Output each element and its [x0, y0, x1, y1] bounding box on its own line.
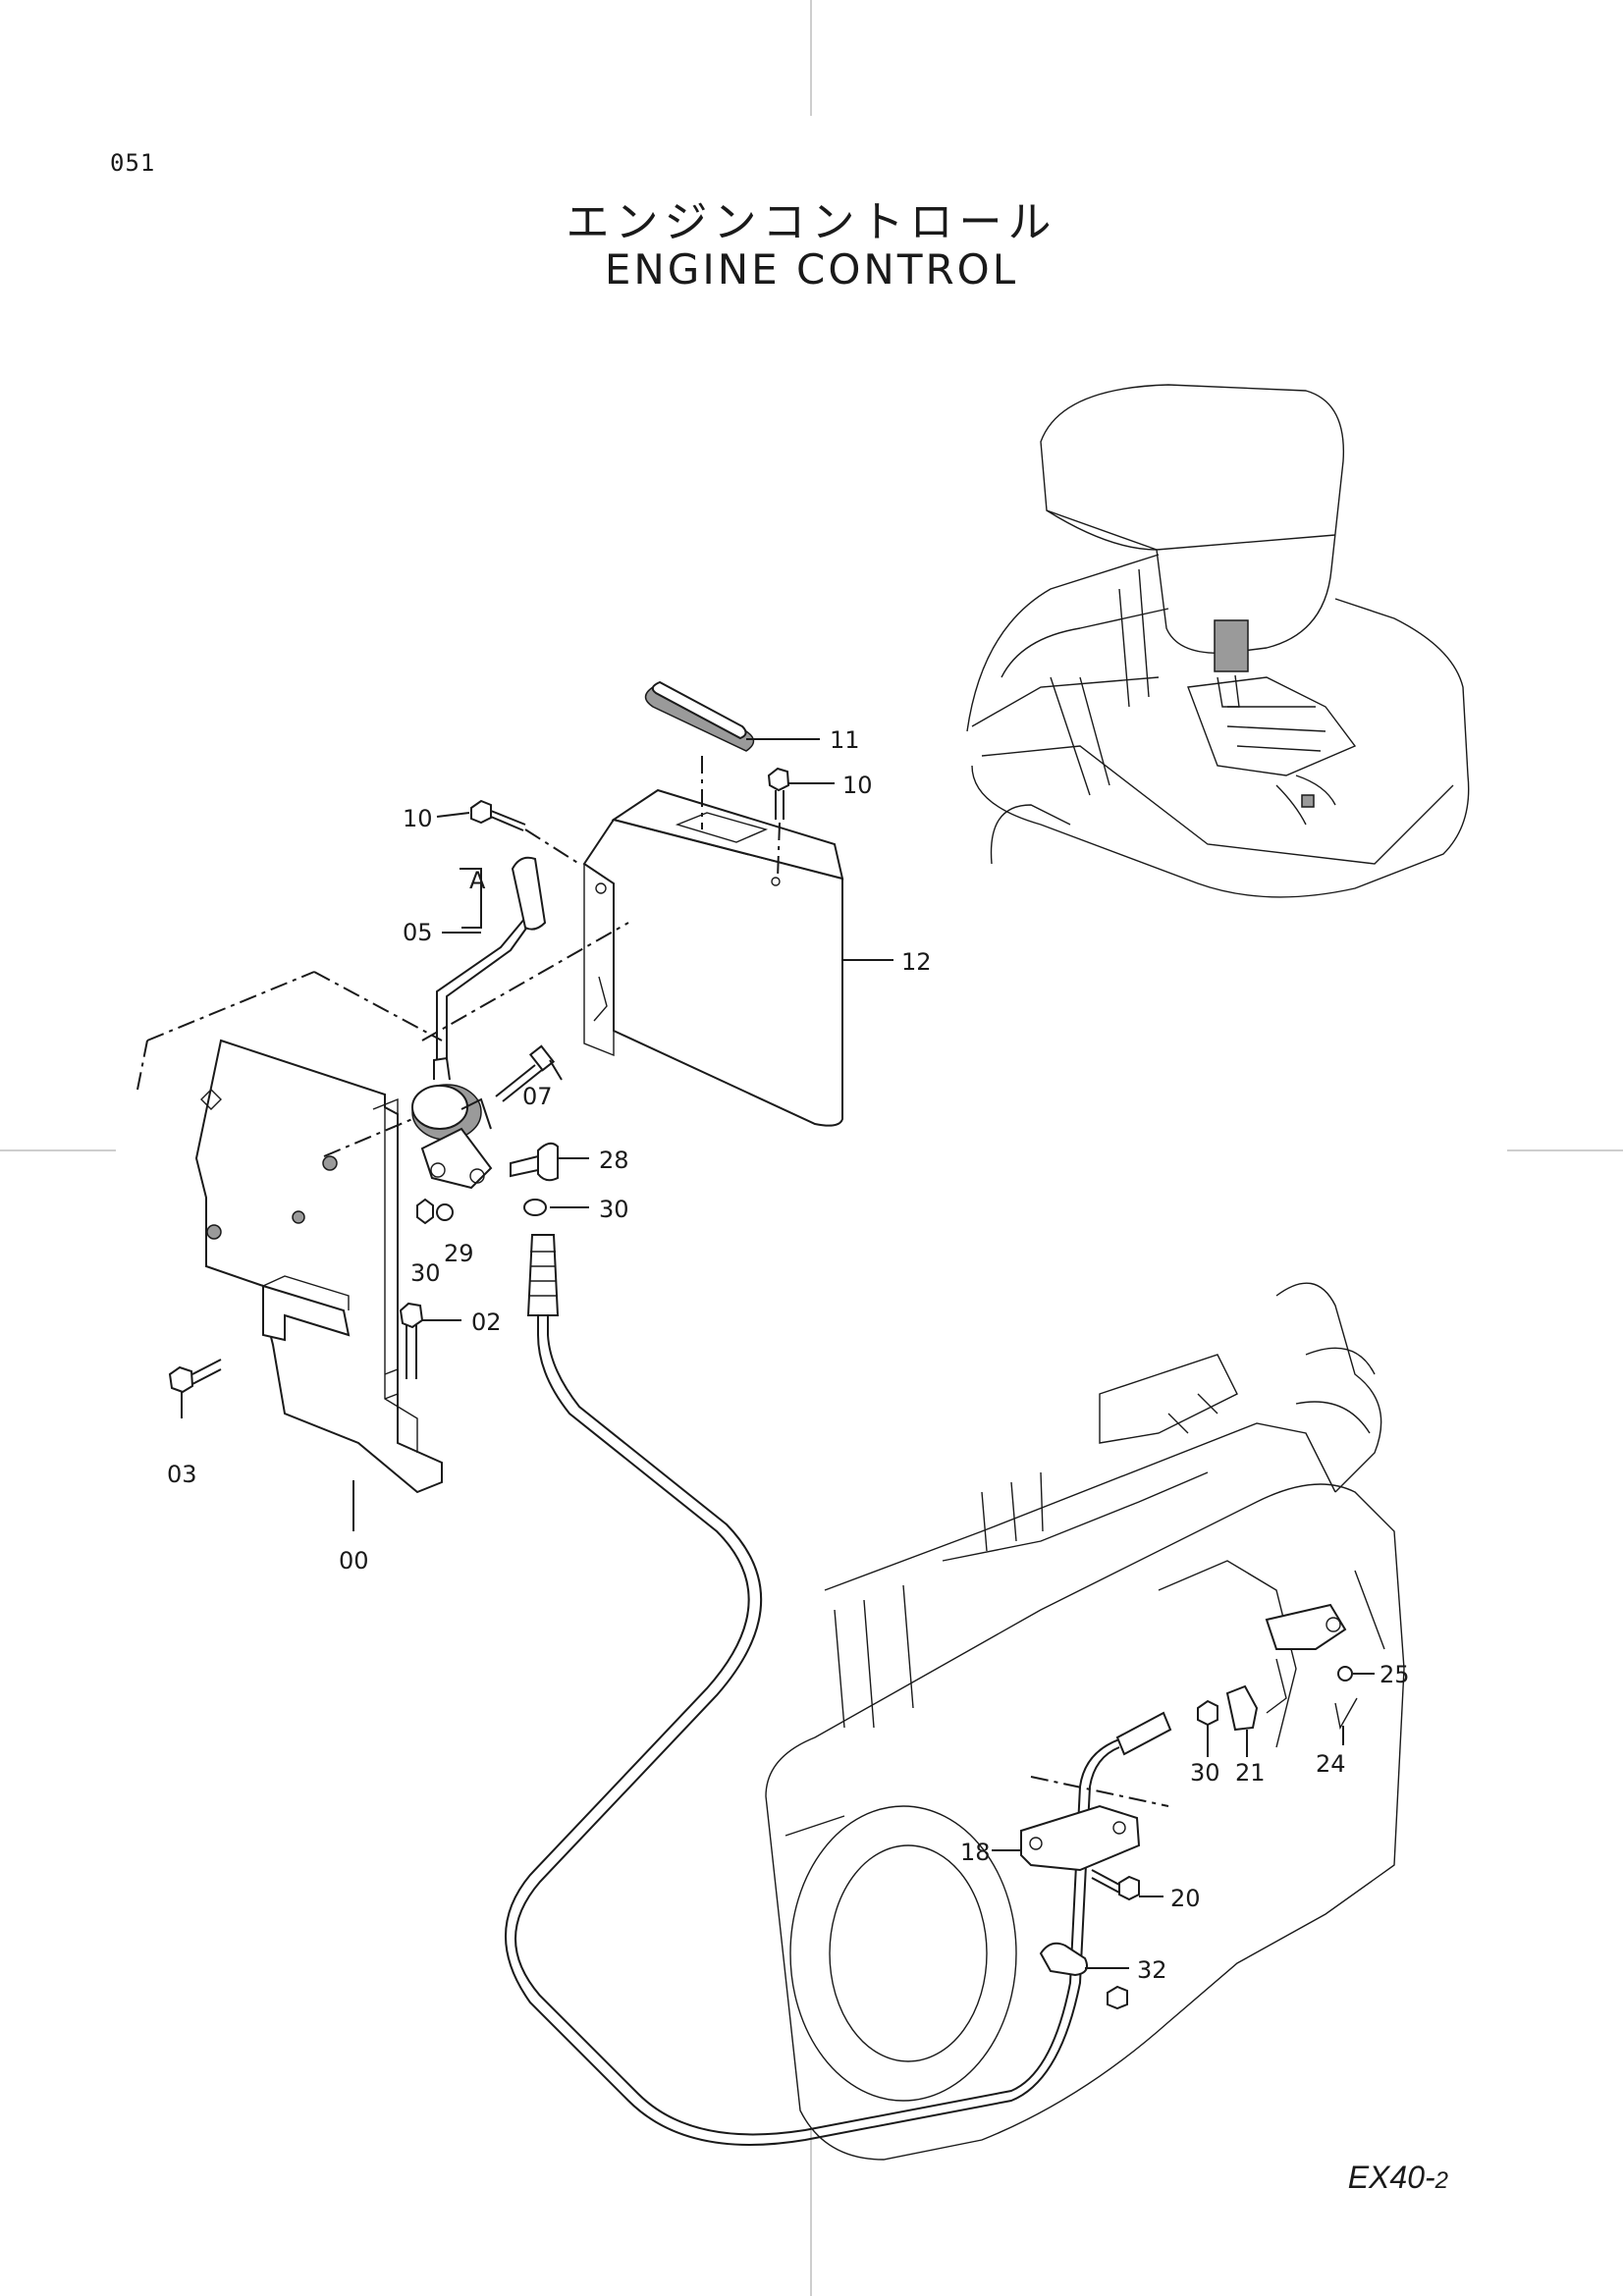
callout-11: 11	[830, 726, 860, 754]
model-revision: 2	[1434, 2167, 1448, 2194]
model-name: EX40-	[1347, 2160, 1435, 2195]
machine-overview-illustration	[966, 384, 1470, 898]
callout-00: 00	[339, 1547, 369, 1575]
callout-30-engine: 30	[1190, 1759, 1220, 1787]
callout-03: 03	[167, 1461, 197, 1488]
model-code: EX40-2	[1348, 2160, 1448, 2196]
callout-10-right: 10	[842, 772, 873, 799]
page-number: 051	[110, 149, 156, 177]
callout-30-left-right: 30	[599, 1196, 629, 1223]
callout-25: 25	[1380, 1661, 1410, 1688]
callout-20: 20	[1170, 1885, 1201, 1912]
callout-18: 18	[960, 1839, 991, 1866]
callout-05: 05	[403, 919, 433, 946]
callout-21: 21	[1235, 1759, 1266, 1787]
callout-labels: 11 10 10 12 A 05 07 28 30 29 30 02 03 00…	[167, 726, 1410, 1984]
callout-28: 28	[599, 1147, 629, 1174]
callout-10-left: 10	[403, 805, 433, 832]
callout-29: 29	[444, 1240, 474, 1267]
lever-bracket-illustration	[168, 799, 559, 1494]
callout-07: 07	[522, 1083, 553, 1110]
callout-30-left: 30	[410, 1259, 441, 1287]
callout-detail-a: A	[469, 867, 486, 894]
control-cable-illustration	[505, 1234, 1172, 2146]
title-japanese: エンジンコントロール	[566, 197, 1057, 247]
title-english: ENGINE CONTROL	[604, 245, 1019, 294]
callout-02: 02	[471, 1308, 502, 1336]
engine-illustration	[765, 1282, 1405, 2161]
cover-plate-illustration	[582, 680, 844, 1127]
leader-lines	[136, 738, 1375, 1969]
callout-24: 24	[1316, 1750, 1346, 1778]
callout-32: 32	[1137, 1956, 1167, 1984]
callout-12: 12	[901, 948, 932, 976]
